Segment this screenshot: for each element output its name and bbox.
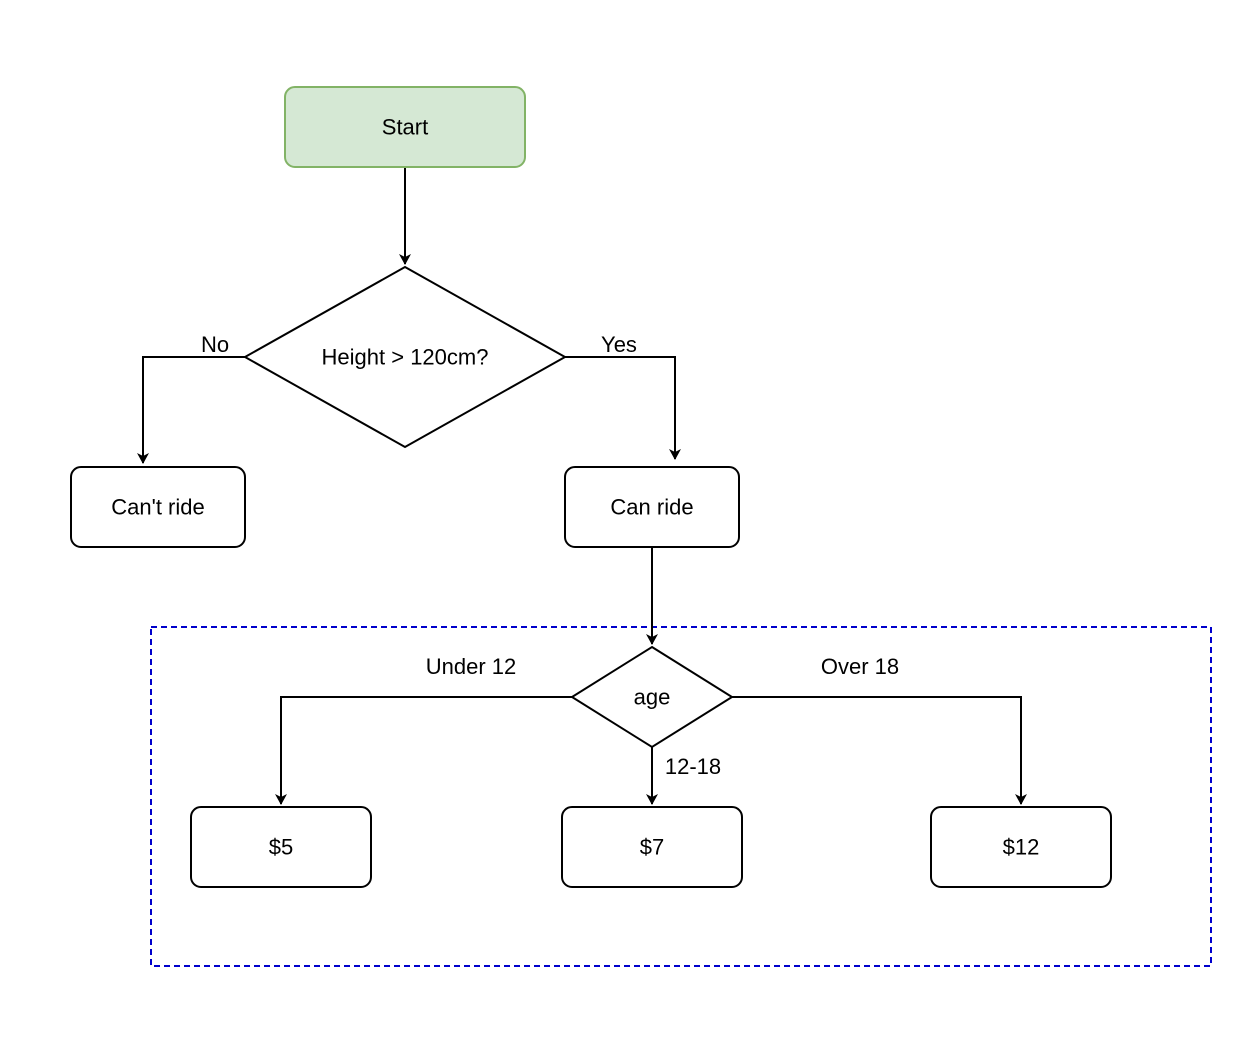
- edge-label-over-18: Over 18: [821, 654, 899, 679]
- price-5-label: $5: [269, 835, 293, 860]
- cant-ride-node[interactable]: Can't ride: [70, 466, 246, 548]
- edge-yes: [565, 356, 681, 460]
- price-12-label: $12: [1003, 835, 1040, 860]
- price-7-node[interactable]: $7: [561, 806, 743, 888]
- start-node[interactable]: Start: [284, 86, 526, 168]
- start-node-label: Start: [382, 115, 428, 140]
- age-decision-node[interactable]: age: [570, 645, 734, 749]
- edge-label-under-12: Under 12: [426, 654, 517, 679]
- edge-under-12: [275, 696, 572, 805]
- edge-label-no: No: [201, 332, 229, 357]
- edge-over-18: [732, 696, 1027, 805]
- price-7-label: $7: [640, 835, 664, 860]
- cant-ride-label: Can't ride: [111, 495, 204, 520]
- edge-label-12-18: 12-18: [665, 754, 721, 779]
- can-ride-label: Can ride: [610, 495, 693, 520]
- edge-no: [137, 356, 245, 464]
- age-decision-label: age: [634, 685, 671, 710]
- price-5-node[interactable]: $5: [190, 806, 372, 888]
- edge-label-yes: Yes: [601, 332, 637, 357]
- age-pricing-group: [150, 626, 1212, 967]
- height-decision-node[interactable]: Height > 120cm?: [242, 265, 568, 449]
- can-ride-node[interactable]: Can ride: [564, 466, 740, 548]
- height-decision-label: Height > 120cm?: [322, 345, 489, 370]
- price-12-node[interactable]: $12: [930, 806, 1112, 888]
